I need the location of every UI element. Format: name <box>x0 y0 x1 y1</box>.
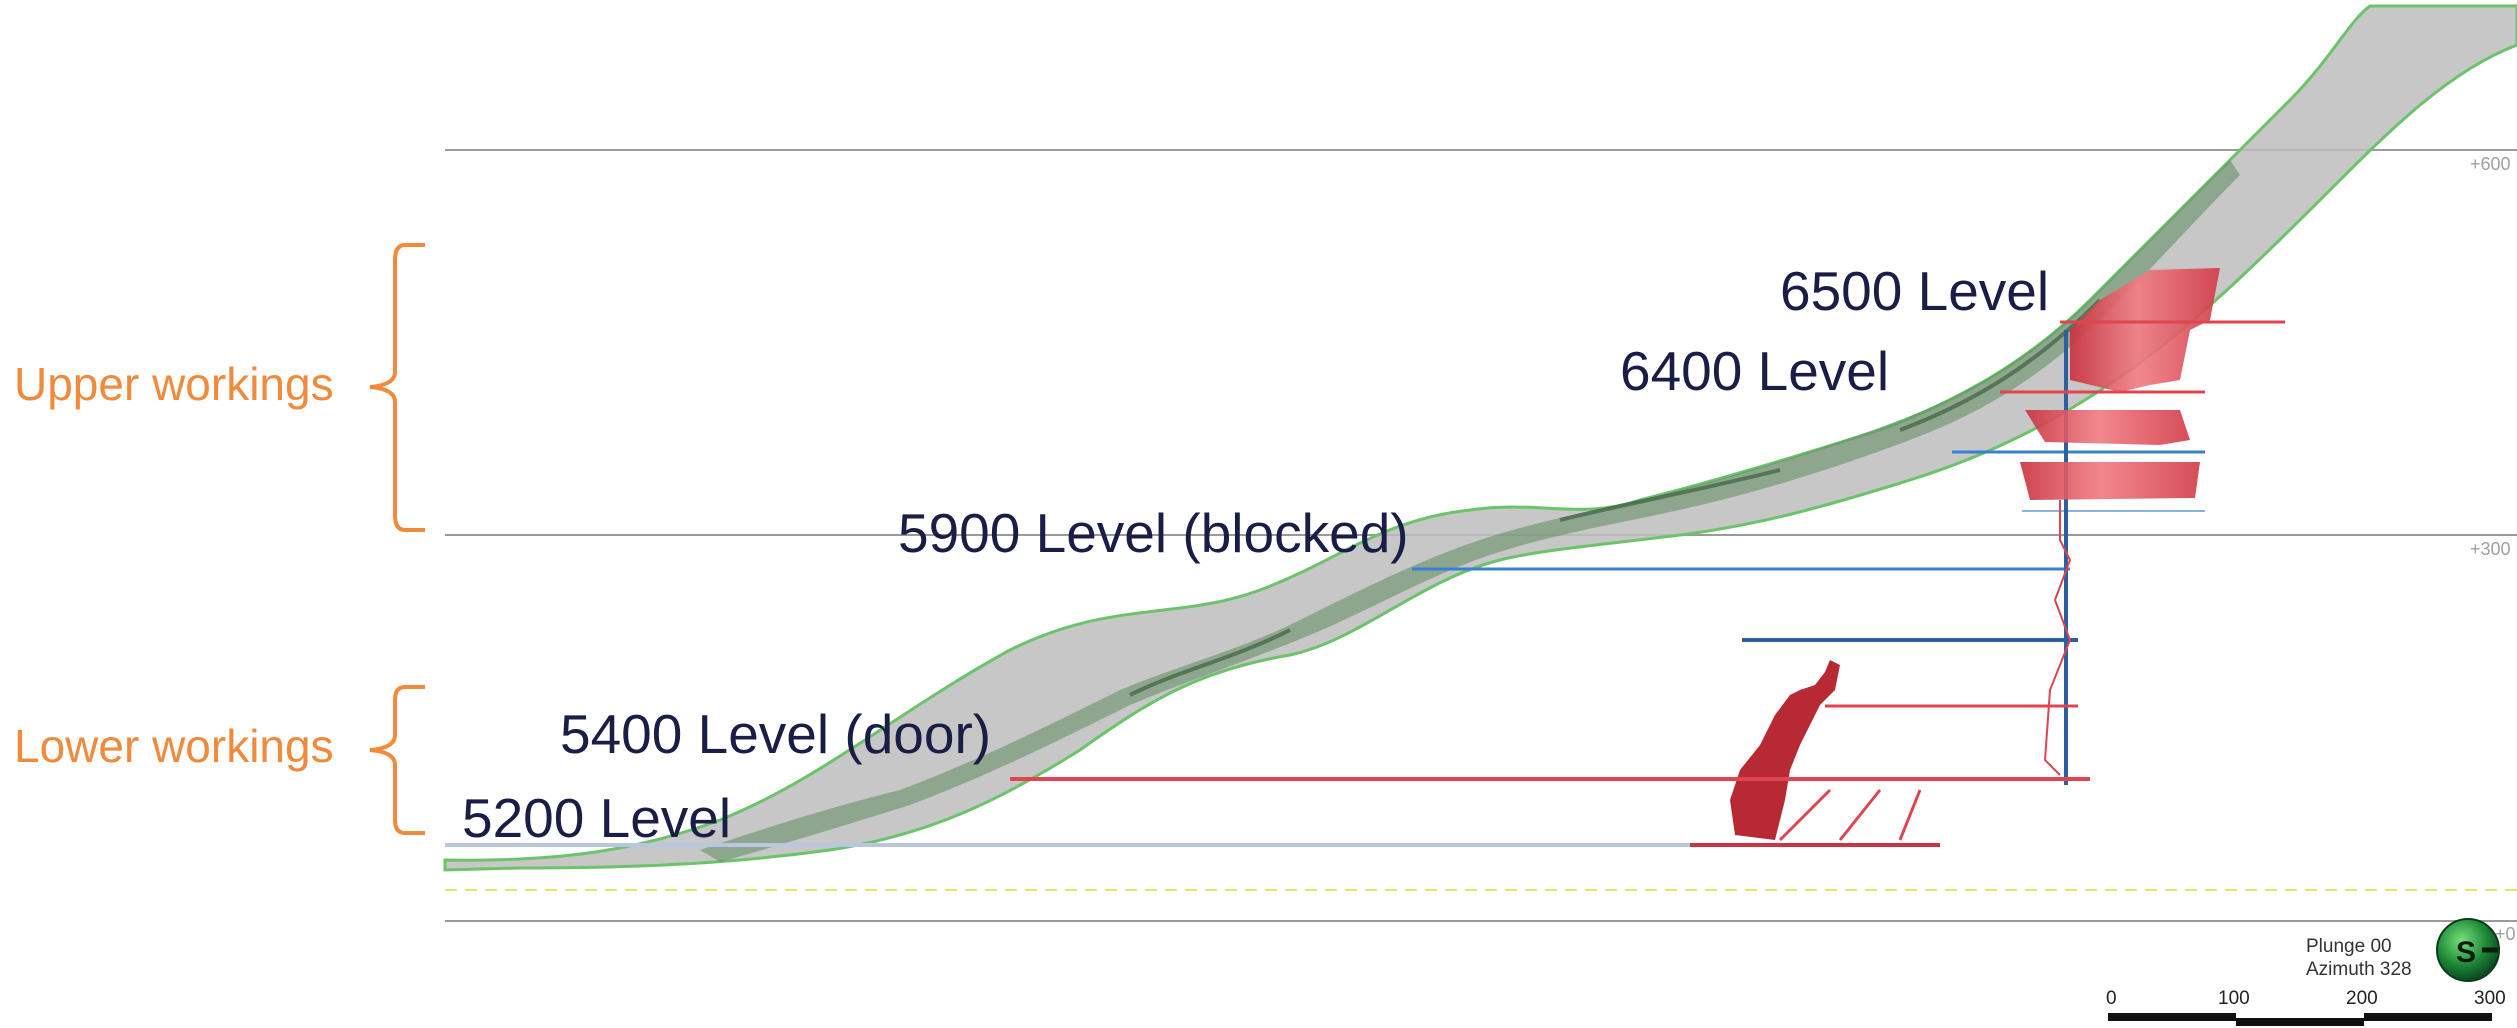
upper-workings-label: Upper workings <box>14 358 334 410</box>
ramp <box>2043 500 2072 776</box>
elevation-label-600: +600 <box>2470 154 2511 174</box>
level-label-5200: 5200 Level <box>462 787 731 849</box>
ore-body-middle <box>2025 410 2190 445</box>
ore-body-upper <box>2070 268 2220 392</box>
lower-workings-bracket <box>369 685 425 835</box>
compass-letter: S <box>2456 936 2476 969</box>
scale-tick-100: 100 <box>2218 988 2250 1009</box>
elevation-label-300: +300 <box>2470 539 2511 559</box>
level-label-6400: 6400 Level <box>1620 340 1889 402</box>
plunge-text: Plunge 00 <box>2306 936 2392 957</box>
compass-globe-icon: S <box>2436 918 2500 982</box>
elevation-label-0: +0 <box>2495 924 2516 944</box>
decline-lower <box>1778 788 1922 842</box>
scale-tick-200: 200 <box>2346 988 2378 1009</box>
ore-body-lower-upper <box>2020 462 2200 500</box>
upper-workings-bracket <box>369 243 425 532</box>
azimuth-text: Azimuth 328 <box>2306 959 2412 980</box>
terrain-dark-seam <box>1129 298 2102 697</box>
scale-bar: 0 100 200 300 <box>2106 988 2506 1026</box>
scale-tick-0: 0 <box>2106 988 2117 1009</box>
level-label-6500: 6500 Level <box>1780 260 2049 322</box>
level-label-5400: 5400 Level (door) <box>560 703 991 765</box>
scale-tick-300: 300 <box>2474 988 2506 1009</box>
level-label-5900: 5900 Level (blocked) <box>898 502 1409 564</box>
ore-bodies <box>1730 268 2220 840</box>
lower-workings-label: Lower workings <box>14 720 334 772</box>
workings-red <box>1010 320 2285 847</box>
ore-body-pipe <box>1730 660 1840 840</box>
